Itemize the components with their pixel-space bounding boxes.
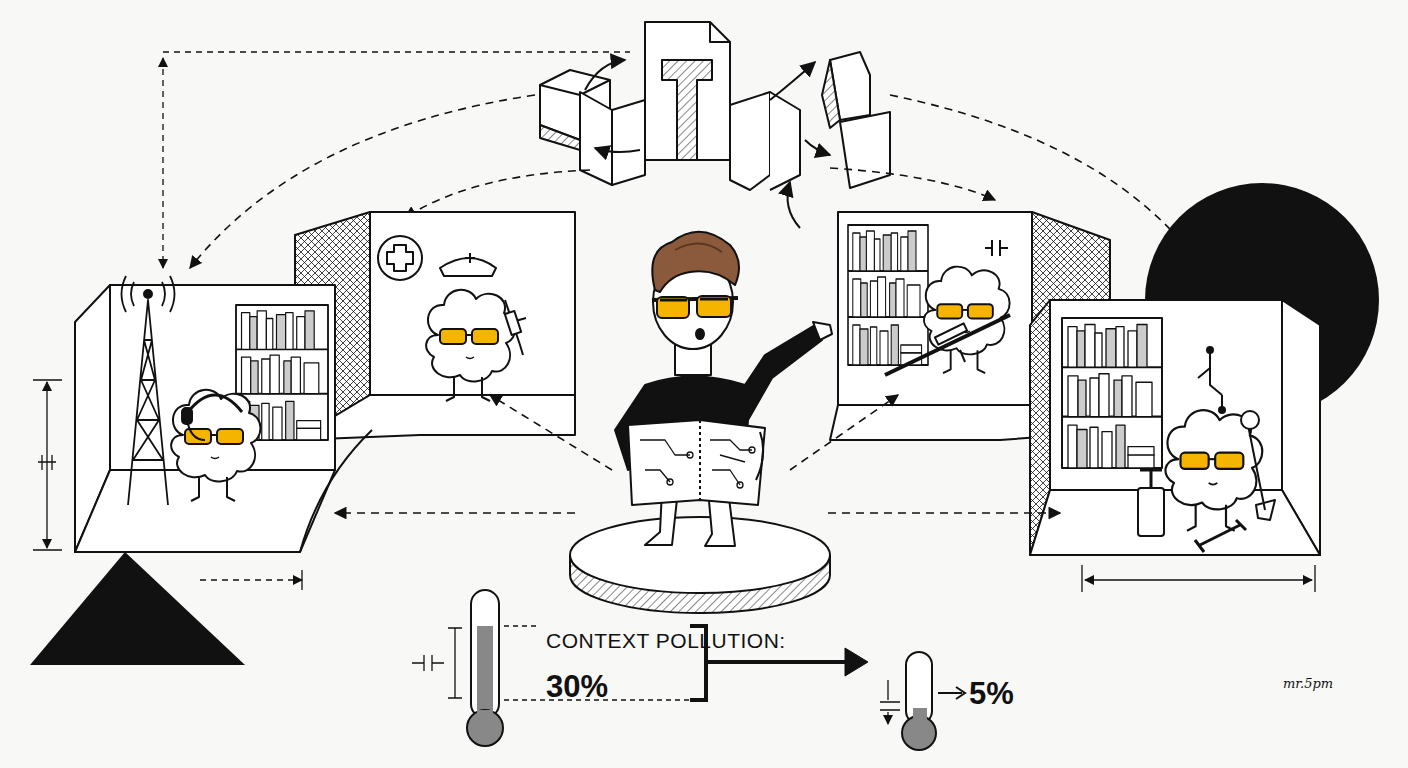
percentage-value: 30%: [546, 670, 608, 704]
cluster-arrows: [585, 60, 830, 228]
gauge-caption: CONTEXT POLLUTION:: [546, 629, 786, 652]
block-cluster: [540, 22, 890, 190]
signature: mr.5pm: [1283, 677, 1333, 691]
cubicle-nurse: [295, 212, 575, 440]
decor-shapes: [30, 183, 1379, 665]
central-figure: [570, 232, 832, 613]
thermometer-before: [412, 590, 700, 746]
cubicle-radio: [75, 276, 372, 552]
thermometer-after: [880, 652, 965, 750]
cubicle-mechanic: [1030, 300, 1320, 555]
percentage-value: 5%: [969, 677, 1014, 711]
